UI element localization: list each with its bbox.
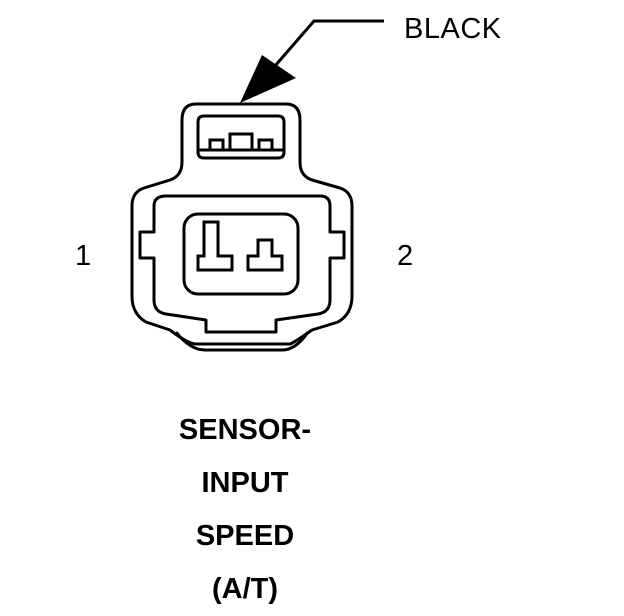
terminal-pin-1: [196, 220, 234, 272]
pin-2-label: 2: [397, 240, 414, 272]
connector-diagram: [130, 19, 384, 352]
title-line-3: SPEED: [195, 520, 295, 552]
connector-title: SENSOR- INPUT SPEED (A/T): [120, 404, 370, 616]
wire-color-label: BLACK: [404, 13, 502, 45]
title-line-1: SENSOR-: [178, 414, 312, 446]
latch-tab-right: [257, 138, 274, 152]
latch-tab-left: [208, 138, 225, 152]
pin-1-label: 1: [75, 240, 92, 272]
terminal-cavity: [182, 212, 300, 296]
title-line-2: INPUT: [201, 467, 289, 499]
leader-arrowhead: [240, 55, 296, 103]
color-leader-line: [266, 19, 384, 75]
title-line-4: (A/T): [211, 573, 279, 605]
terminal-pin-2: [246, 238, 284, 272]
connector-bottom-lip: [174, 331, 310, 352]
latch-tab-center: [228, 132, 254, 152]
